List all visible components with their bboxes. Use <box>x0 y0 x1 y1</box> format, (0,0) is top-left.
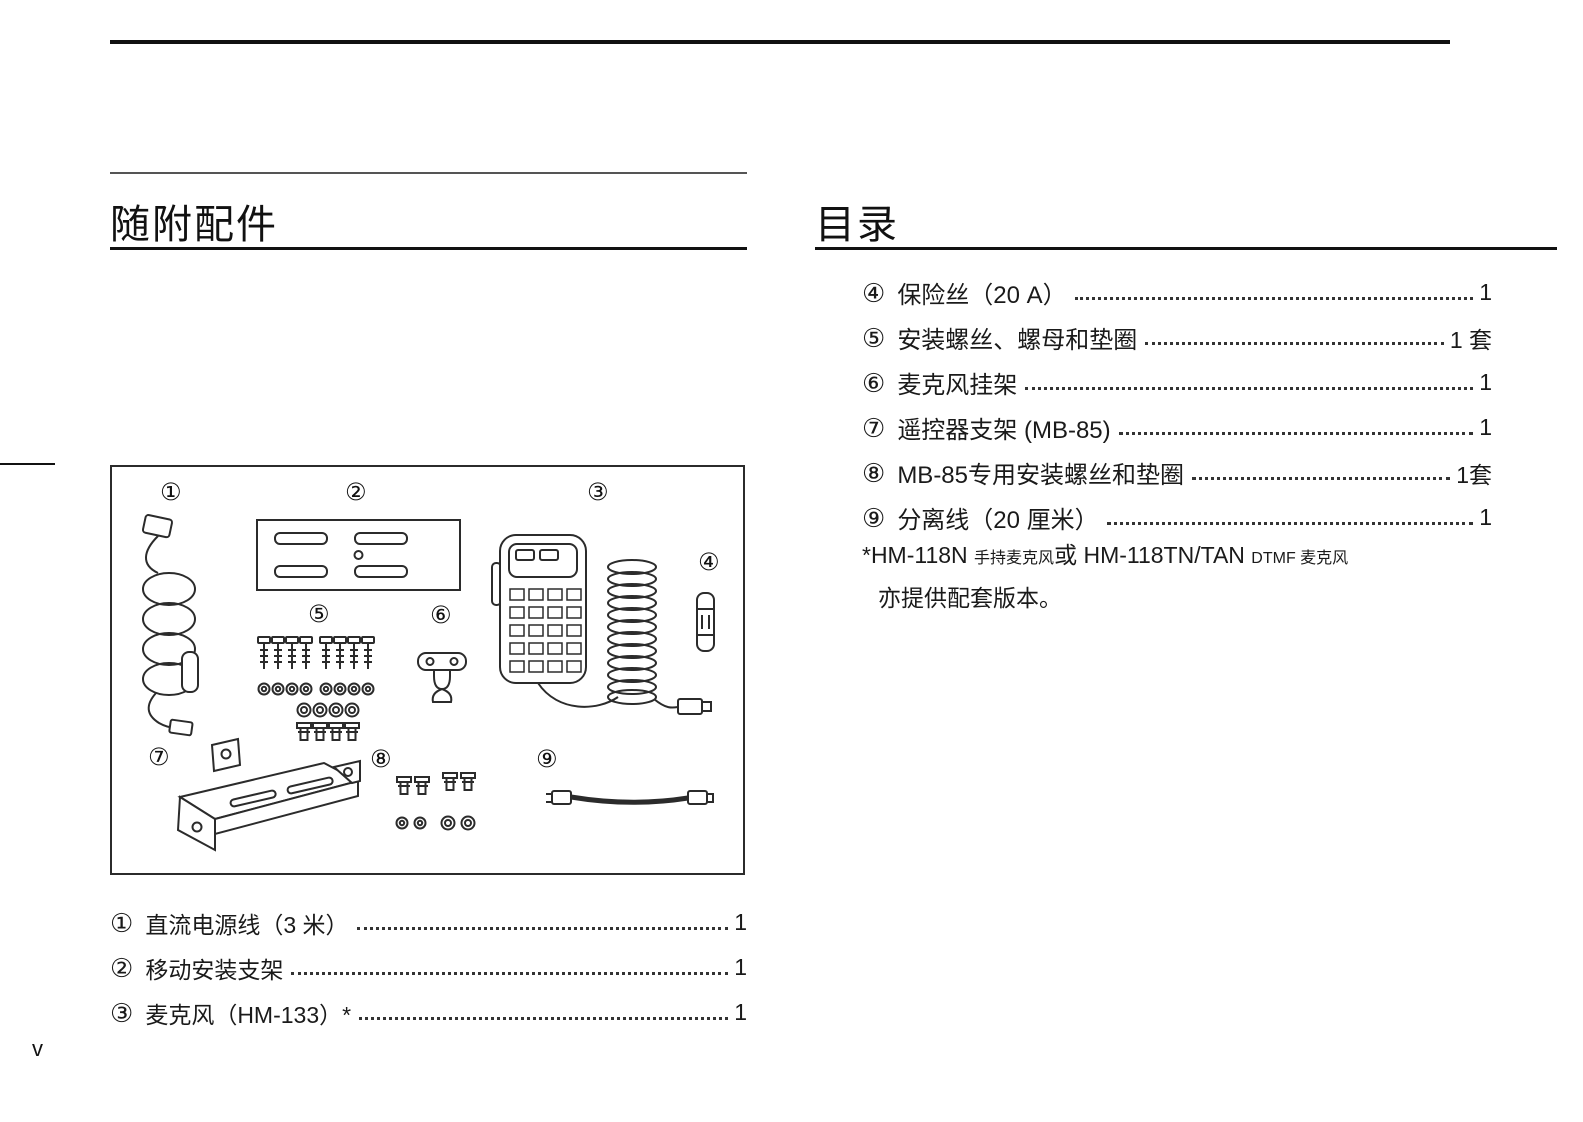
list-item: ① 直流电源线（3 米） 1 <box>110 900 747 945</box>
note-model-1: *HM-118N <box>862 542 975 568</box>
mic-hanger-drawing <box>417 652 467 703</box>
diagram-label-3: ③ <box>587 479 609 506</box>
fuse-drawing <box>696 592 715 652</box>
diagram-label-2: ② <box>345 479 367 506</box>
note-line-2: 亦提供配套版本。 <box>878 584 1062 611</box>
item-quantity: 1 <box>734 999 747 1025</box>
diagram-label-7: ⑦ <box>148 744 170 771</box>
item-number: ⑤ <box>862 322 886 353</box>
dot-leader <box>291 960 729 975</box>
diagram-label-8: ⑧ <box>370 746 392 773</box>
dot-leader <box>359 1005 729 1020</box>
separation-cable-drawing <box>546 790 714 805</box>
item-label: MB-85专用安装螺丝和垫圈 <box>897 462 1184 489</box>
page-number: v <box>32 1036 43 1061</box>
dot-leader <box>1118 420 1474 435</box>
contents-list: ④ 保险丝（20 A） 1 ⑤ 安装螺丝、螺母和垫圈 1 套 ⑥ 麦克风挂架 1… <box>862 270 1492 540</box>
diagram-label-4: ④ <box>698 549 720 576</box>
accessories-illustration <box>141 514 715 852</box>
top-rule <box>110 40 1450 44</box>
dot-leader <box>1074 285 1474 300</box>
item-label: 遥控器支架 (MB-85) <box>897 417 1111 444</box>
note-line-1: *HM-118N 手持麦克风或 HM-118TN/TAN DTMF 麦克风 <box>862 542 1348 568</box>
microphone-drawing <box>491 534 712 715</box>
list-item: ④ 保险丝（20 A） 1 <box>862 270 1492 315</box>
print-tab-mark <box>0 463 55 465</box>
item-quantity: 1 套 <box>1449 326 1492 353</box>
item-label: 保险丝（20 A） <box>897 282 1067 309</box>
item-number: ③ <box>110 997 134 1028</box>
pre-title-rule <box>110 172 747 174</box>
accessories-title: 随附配件 <box>110 203 278 247</box>
dot-leader <box>1106 510 1474 525</box>
list-item: ⑥ 麦克风挂架 1 <box>862 360 1492 405</box>
item-number: ① <box>110 907 134 938</box>
note-small-1: 手持麦克风 <box>974 550 1055 567</box>
diagram-label-9: ⑨ <box>536 746 558 773</box>
item-number: ④ <box>862 277 886 308</box>
item-number: ⑨ <box>862 502 886 533</box>
dot-leader <box>1192 465 1451 480</box>
dot-leader <box>1145 330 1444 345</box>
item-label: 移动安装支架 <box>145 956 284 983</box>
microphone-note: *HM-118N 手持麦克风或 HM-118TN/TAN DTMF 麦克风 亦提… <box>862 534 1562 619</box>
mb85-screws-drawing <box>395 772 476 831</box>
item-quantity: 1 <box>1479 279 1492 305</box>
item-label: 分离线（20 厘米） <box>897 507 1099 534</box>
note-model-2: 或 HM-118TN/TAN <box>1054 542 1252 568</box>
screws-set-drawing <box>257 636 375 741</box>
accessories-title-rule <box>110 247 747 250</box>
list-item: ⑤ 安装螺丝、螺母和垫圈 1 套 <box>862 315 1492 360</box>
item-quantity: 1 <box>1479 369 1492 395</box>
list-item: ⑦ 遥控器支架 (MB-85) 1 <box>862 405 1492 450</box>
mobile-bracket-drawing <box>176 737 361 852</box>
item-quantity: 1套 <box>1456 461 1492 488</box>
diagram-label-6: ⑥ <box>430 602 452 629</box>
item-number: ② <box>110 952 134 983</box>
list-item: ③ 麦克风（HM-133）* 1 <box>110 990 747 1035</box>
item-label: 安装螺丝、螺母和垫圈 <box>897 327 1138 354</box>
item-number: ⑦ <box>862 412 886 443</box>
item-label: 直流电源线（3 米） <box>145 911 349 938</box>
list-item: ② 移动安装支架 1 <box>110 945 747 990</box>
dot-leader <box>356 915 729 930</box>
accessories-diagram: ① ② ③ ④ ⑤ ⑥ ⑦ ⑧ ⑨ <box>110 465 745 875</box>
contents-title-rule <box>815 247 1557 250</box>
item-label: 麦克风挂架 <box>897 372 1018 399</box>
dc-power-cable-drawing <box>141 514 199 737</box>
list-item: ⑨ 分离线（20 厘米） 1 <box>862 495 1492 540</box>
item-number: ⑥ <box>862 367 886 398</box>
item-quantity: 1 <box>734 954 747 980</box>
item-number: ⑧ <box>862 457 886 488</box>
mounting-bracket-drawing <box>256 519 461 591</box>
diagram-label-5: ⑤ <box>308 601 330 628</box>
item-quantity: 1 <box>1479 504 1492 530</box>
diagram-label-1: ① <box>160 479 182 506</box>
item-label: 麦克风（HM-133）* <box>145 1001 352 1028</box>
accessories-list: ① 直流电源线（3 米） 1 ② 移动安装支架 1 ③ 麦克风（HM-133）*… <box>110 900 747 1035</box>
list-item: ⑧ MB-85专用安装螺丝和垫圈 1套 <box>862 450 1492 495</box>
item-quantity: 1 <box>1479 414 1492 440</box>
dot-leader <box>1025 375 1474 390</box>
note-small-2: DTMF 麦克风 <box>1251 550 1349 567</box>
contents-title: 目录 <box>815 203 899 247</box>
item-quantity: 1 <box>734 909 747 935</box>
